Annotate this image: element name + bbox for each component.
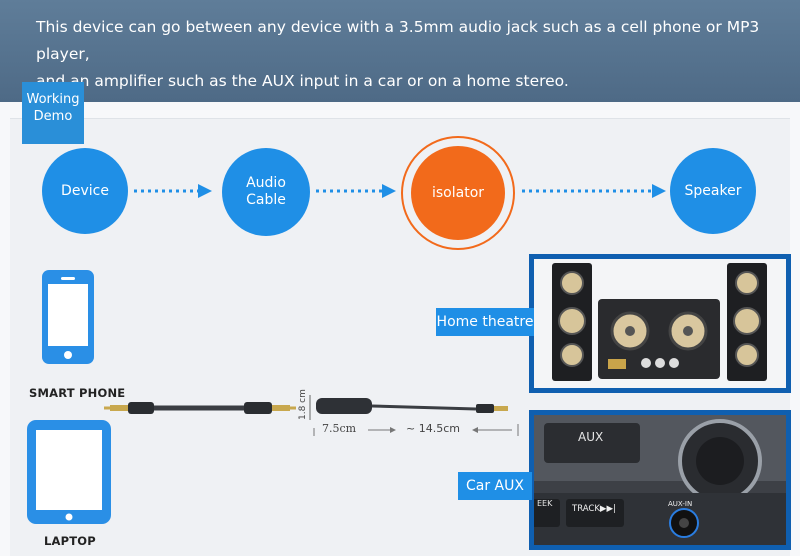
home-theatre-label: Home theatre xyxy=(436,308,534,336)
header-banner: This device can go between any device wi… xyxy=(0,0,800,102)
smart-phone-icon xyxy=(42,270,94,364)
car-track-label: TRACK▶▶| xyxy=(572,504,616,514)
audio-cable-drawing xyxy=(104,395,519,436)
home-theatre-image xyxy=(534,259,786,388)
arrow-isolator-to-speaker xyxy=(522,184,666,198)
badge-line-2: Demo xyxy=(33,109,73,124)
car-aux-image xyxy=(534,415,786,545)
cable-height-label: 1.8 cm xyxy=(298,389,308,420)
header-line-2: and an amplifier such as the AUX input i… xyxy=(36,72,569,90)
cable-short-label: 7.5cm xyxy=(322,422,357,435)
car-auxin-label: AUX-IN xyxy=(668,500,693,508)
car-aux-label-text: AUX xyxy=(578,430,604,444)
isolator-ring xyxy=(401,136,515,250)
home-theatre-photo xyxy=(529,254,791,393)
speaker-label: Speaker xyxy=(684,182,742,199)
car-aux-label: Car AUX xyxy=(458,472,532,500)
audio-cable-label-2: Cable xyxy=(246,192,286,208)
device-label: Device xyxy=(61,182,109,199)
header-line-1: This device can go between any device wi… xyxy=(36,18,760,63)
audio-cable-label-1: Audio xyxy=(246,175,286,191)
car-aux-photo xyxy=(529,410,791,550)
tablet-icon xyxy=(27,420,111,524)
working-demo-badge: Working Demo xyxy=(22,82,84,144)
laptop-caption: LAPTOP xyxy=(44,534,96,548)
header-text: This device can go between any device wi… xyxy=(36,14,786,95)
isolator-label: isolator xyxy=(431,184,485,201)
isolator-circle: isolator xyxy=(411,146,505,240)
device-circle: Device xyxy=(42,148,128,234)
car-eek-label: EEK xyxy=(537,499,553,508)
badge-line-1: Working xyxy=(26,92,80,107)
cable-long-label: ~ 14.5cm xyxy=(406,422,460,435)
audio-cable-circle: Audio Cable xyxy=(222,148,310,236)
arrow-device-to-cable xyxy=(134,184,212,198)
arrow-cable-to-isolator xyxy=(316,184,396,198)
smart-phone-caption: SMART PHONE xyxy=(29,386,126,400)
speaker-circle: Speaker xyxy=(670,148,756,234)
